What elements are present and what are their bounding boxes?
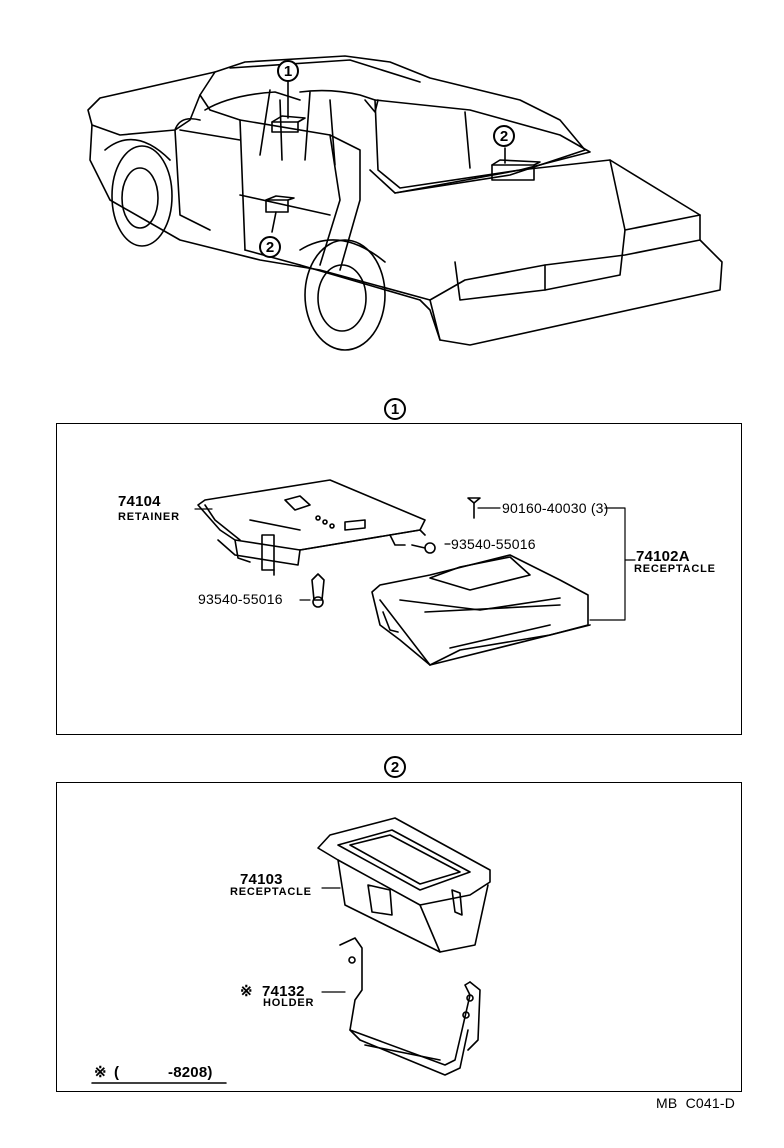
section-2-frame (56, 782, 742, 1092)
retainer-part-number: 74104 (118, 493, 161, 510)
callout-2-car-right: 2 (493, 125, 515, 147)
car-illustration (87, 55, 723, 351)
clip-part-number-right: 93540-55016 (451, 536, 536, 552)
section-2-heading: 2 (384, 756, 406, 778)
footnote-date-range: -8208) (168, 1064, 213, 1081)
receptacle-74103-label: RECEPTACLE (230, 886, 312, 898)
footnote-open-paren: ( (114, 1064, 120, 1081)
retainer-drawing (197, 479, 426, 576)
receptacle-74102a-label: RECEPTACLE (634, 563, 716, 575)
fasteners (311, 497, 481, 608)
receptacle-74103-drawing (317, 817, 491, 953)
screw-part-number: 90160-40030 (3) (502, 500, 609, 516)
holder-mark: ※ (240, 983, 253, 1000)
receptacle-74102a-part-number: 74102A (636, 548, 690, 565)
section-1-heading: 1 (384, 398, 406, 420)
section1-leaders (194, 507, 636, 621)
section-1-frame (56, 423, 742, 735)
section2-leaders (321, 887, 346, 993)
receptacle-74102a-drawing (371, 554, 591, 666)
retainer-label: RETAINER (118, 511, 180, 523)
diagram-code: MB C041-D (656, 1095, 736, 1111)
callout-2-car-left: 2 (259, 236, 281, 258)
holder-part-number: 74132 (262, 983, 305, 1000)
clip-part-number-bottom: 93540-55016 (198, 591, 283, 607)
holder-74132-drawing (339, 937, 481, 1076)
footnote-mark: ※ (94, 1064, 107, 1081)
callout-1-car: 1 (277, 60, 299, 82)
receptacle-74103-part-number: 74103 (240, 871, 283, 888)
holder-label: HOLDER (263, 997, 315, 1009)
